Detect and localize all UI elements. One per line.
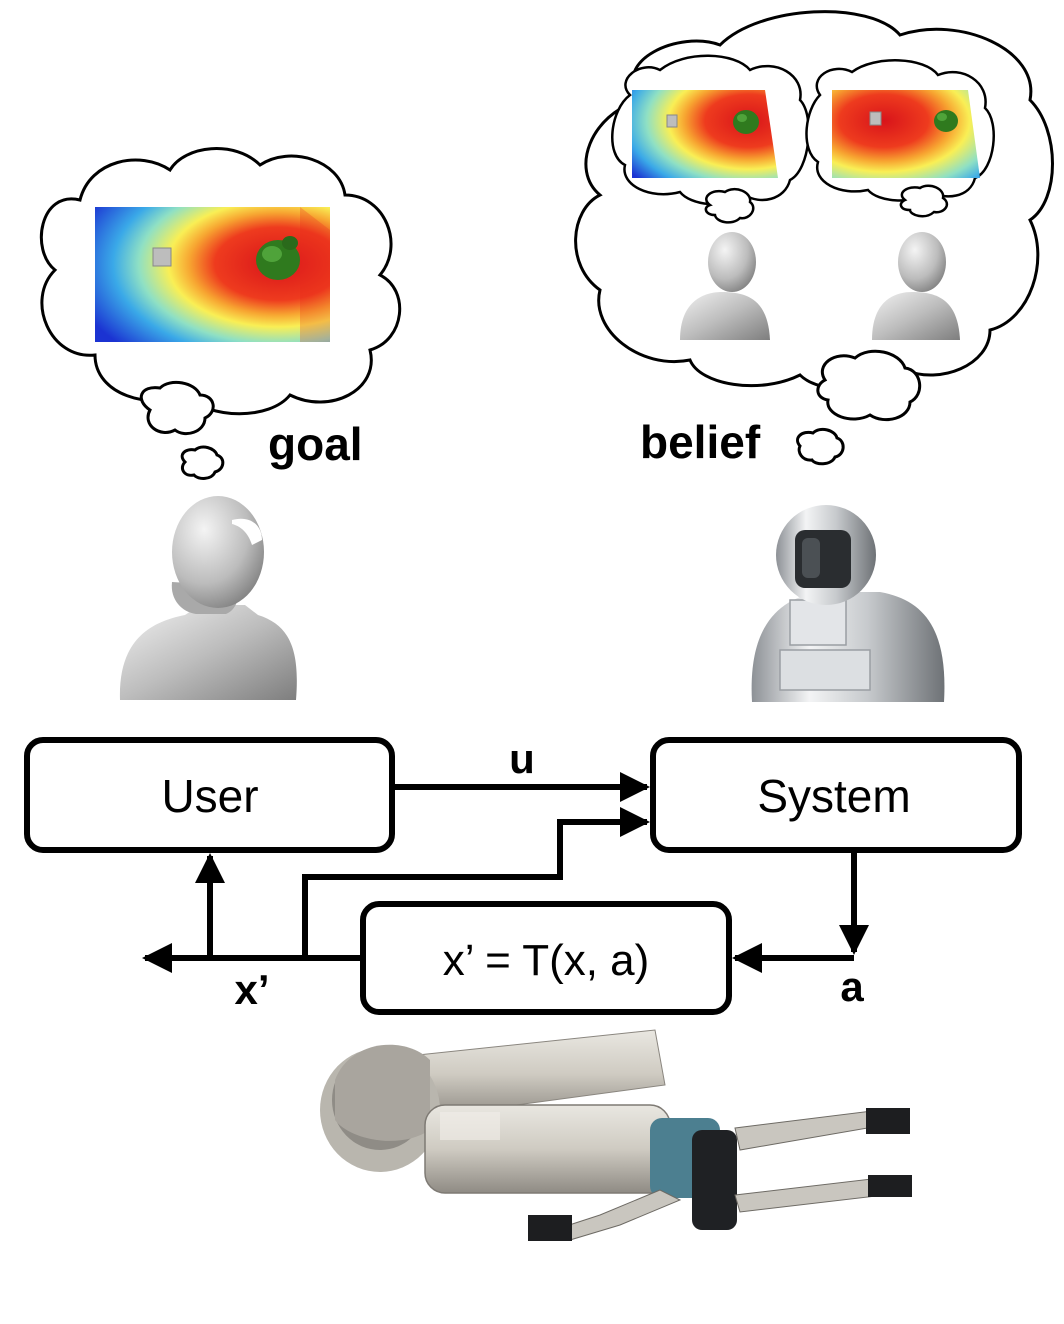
cloud-bubble-small [180, 445, 225, 480]
robot-arm-gripper-image [320, 1029, 912, 1241]
cloud-bubble-large [816, 349, 921, 421]
inner-cloud-right-bubble [899, 184, 949, 218]
goal-heatmap [95, 207, 330, 342]
user-block-label: User [161, 770, 258, 822]
goal-label: goal [268, 418, 363, 470]
system-block [650, 737, 1022, 853]
belief-thought-cloud [574, 10, 1054, 466]
belief-person-icon-left [680, 232, 770, 340]
inner-cloud-left-bubble [704, 187, 755, 224]
cloud-bubble-large [139, 380, 215, 435]
belief-left-object-icon [733, 110, 759, 134]
belief-right-object-icon [934, 110, 958, 132]
goal-object-icon [256, 236, 300, 280]
transition-block-label: x’ = T(x, a) [443, 936, 650, 985]
control-block-diagram: User System x’ = T(x, a) u a x’ [24, 735, 1022, 1015]
belief-label: belief [640, 416, 761, 468]
label-u: u [509, 735, 535, 782]
user-block [24, 737, 395, 853]
belief-left-cube-icon [666, 114, 678, 128]
goal-start-cube-icon [152, 247, 172, 267]
label-x-prime: x’ [234, 966, 269, 1013]
belief-right-cube-icon [869, 111, 882, 126]
belief-heatmap-left [632, 90, 778, 178]
system-block-label: System [757, 770, 910, 822]
arrow-x-prime-to-system [302, 807, 650, 958]
cloud-bubble-small [796, 427, 845, 466]
belief-heatmap-right [832, 90, 980, 178]
label-a: a [840, 963, 864, 1010]
human-avatar-icon [119, 496, 297, 700]
robot-avatar-icon [751, 505, 945, 702]
goal-thought-cloud [39, 147, 402, 480]
belief-person-icon-right [872, 232, 960, 340]
